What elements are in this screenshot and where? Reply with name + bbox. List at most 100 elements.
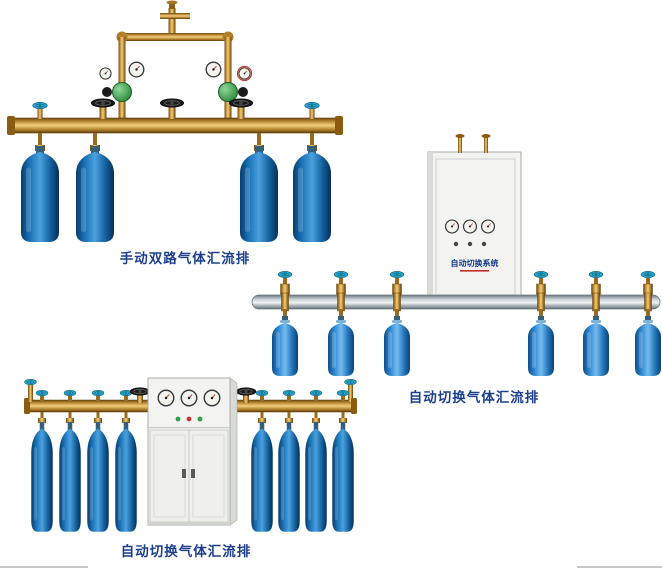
gas-cylinder xyxy=(251,422,273,532)
gas-cylinder xyxy=(328,316,354,376)
indicator-dot xyxy=(467,241,473,247)
teal-valve-wheel xyxy=(91,390,105,396)
pressure-gauge xyxy=(238,67,251,80)
figure-auto-switch-wall: 自动切换系统 xyxy=(251,134,661,376)
outlet-tee xyxy=(160,13,190,19)
teal-valve-wheel xyxy=(24,379,37,385)
header-pipe xyxy=(118,33,232,41)
gas-cylinder xyxy=(583,316,609,376)
indicator-dot xyxy=(481,241,487,247)
control-cabinet: 自动切换系统 xyxy=(427,134,522,303)
teal-valve-wheel xyxy=(255,390,269,396)
regulator-knob xyxy=(238,87,248,97)
indicator-green xyxy=(175,416,181,422)
regulator-body xyxy=(218,82,238,102)
pipe-right xyxy=(222,399,354,413)
gas-cylinder xyxy=(31,422,53,532)
cabinet-label: 自动切换系统 xyxy=(451,258,499,268)
pressure-gauge xyxy=(205,61,222,78)
handwheel-valve xyxy=(228,98,254,108)
top-fitting-handle xyxy=(455,134,465,138)
cabinet-side xyxy=(229,377,238,526)
gas-cylinder xyxy=(305,422,327,532)
teal-valve-wheel xyxy=(282,390,296,396)
gas-cylinder xyxy=(115,422,137,532)
top-fitting xyxy=(484,136,488,153)
teal-valve-wheel xyxy=(640,271,656,278)
cabinet-base xyxy=(148,522,230,525)
teal-valve-wheel xyxy=(588,271,604,278)
pressure-gauge xyxy=(99,67,112,80)
indicator-green xyxy=(197,416,203,422)
end-riser-right xyxy=(348,384,353,402)
gas-cylinder xyxy=(21,146,59,243)
cabinet-hinge-strip xyxy=(428,152,433,302)
teal-valve-wheel xyxy=(35,390,49,396)
gas-cylinder xyxy=(76,146,114,243)
handwheel-valve xyxy=(235,387,257,396)
pressure-gauge xyxy=(444,219,460,234)
gas-cylinder xyxy=(528,316,554,376)
bottom-border-left xyxy=(0,566,88,568)
gas-cylinder xyxy=(59,422,81,532)
station-unions-and-cylinders xyxy=(272,292,661,376)
regulator-left xyxy=(99,61,145,102)
top-fitting-handle xyxy=(481,134,491,138)
outlet-riser-pipe xyxy=(168,8,176,38)
door-handle xyxy=(182,469,186,478)
teal-valve-wheel xyxy=(63,390,77,396)
outlet-valve xyxy=(169,2,175,9)
station-valves-top xyxy=(277,271,656,296)
pressure-gauge xyxy=(203,389,221,407)
teal-valve-wheel xyxy=(336,390,350,396)
branch-pipe-left xyxy=(118,37,126,120)
pressure-gauge xyxy=(128,61,145,78)
pressure-gauge xyxy=(462,219,478,234)
teal-valve-wheel xyxy=(32,102,48,109)
outlet-assembly xyxy=(116,0,234,120)
outlet-valve-handle xyxy=(166,0,178,5)
regulator-right xyxy=(205,61,253,102)
teal-valve-wheel xyxy=(277,271,293,278)
gas-cylinder xyxy=(332,422,354,532)
branch-pipe-right xyxy=(224,37,232,120)
pipe-cap-left xyxy=(7,116,15,135)
gas-cylinder xyxy=(272,316,298,376)
gauge-red-ring xyxy=(236,65,253,82)
pipe-left xyxy=(27,399,156,413)
indicator-dot xyxy=(453,241,459,247)
caption-manual-dual: 手动双路气体汇流排 xyxy=(119,251,251,266)
teal-valve-wheel xyxy=(309,390,323,396)
door-handle xyxy=(191,469,195,478)
gas-cylinder xyxy=(278,422,300,532)
gas-cylinder xyxy=(384,316,410,376)
manifold-pipes xyxy=(24,379,357,414)
station-valves xyxy=(35,387,350,403)
top-fitting xyxy=(458,136,462,153)
teal-valve-wheel xyxy=(304,102,320,109)
gas-cylinder xyxy=(87,422,109,532)
end-riser-left xyxy=(28,384,33,402)
pipe-cap-right xyxy=(351,398,357,414)
pipe-cap-right xyxy=(335,116,343,135)
teal-valve-wheel xyxy=(389,271,405,278)
pipe-valves xyxy=(32,98,320,119)
pressure-gauge xyxy=(480,219,496,234)
pressure-gauge xyxy=(180,389,198,407)
control-cabinet xyxy=(147,377,238,526)
label-rule xyxy=(460,270,489,272)
handwheel-valve xyxy=(90,98,116,108)
manifold-pipe xyxy=(251,294,661,310)
pressure-gauge xyxy=(157,389,175,407)
panel-divider xyxy=(148,427,230,429)
regulator-body xyxy=(112,82,132,102)
drops-and-cylinders xyxy=(31,412,354,532)
teal-valve-wheel xyxy=(333,271,349,278)
indicator-red xyxy=(186,416,192,422)
figure-auto-switch-floor xyxy=(24,377,357,532)
caption-auto-switch-floor: 自动切换气体汇流排 xyxy=(120,544,252,559)
teal-valve-wheel xyxy=(344,379,357,385)
door-split xyxy=(188,430,190,522)
gas-cylinder xyxy=(635,316,661,376)
